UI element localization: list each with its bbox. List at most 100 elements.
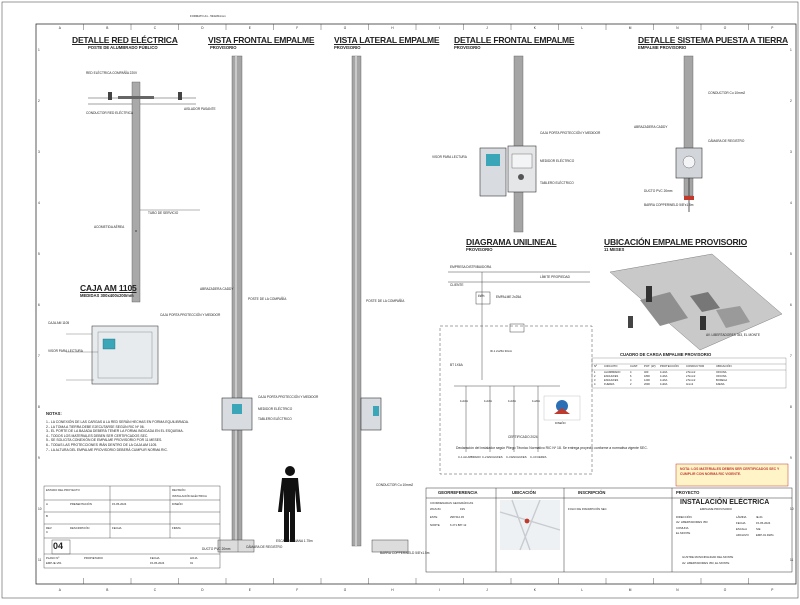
cuadro-cell: 1 xyxy=(594,371,596,374)
grid-row-right: 7 xyxy=(790,353,792,358)
label-medidor-frontal: MEDIDOR ELÉCTRICO xyxy=(258,407,293,411)
subtitle-red-electrica: POSTE DE ALUMBRADO PÚBLICO xyxy=(88,45,158,50)
title-red-electrica: DETALLE RED ELÉCTRICA xyxy=(72,35,178,45)
rev-fecha: 15-05-2024 xyxy=(150,561,165,565)
notes-title: NOTAS: xyxy=(46,411,62,416)
grid-col-top: A xyxy=(58,26,61,30)
label-abrazadera: ABRAZADERA CADDY xyxy=(200,287,234,291)
location-mini-map xyxy=(499,499,561,551)
grid-row-left: 11 xyxy=(38,557,42,562)
unilineal-limite: LÍMITE PROPIEDAD xyxy=(540,275,570,279)
rev-lamina: 04 xyxy=(53,541,64,551)
grid-row-left: 9 xyxy=(38,455,40,460)
label-ducto-frontal: DUCTO PVC 20mm xyxy=(202,547,231,551)
tb-datum: WGS 84 xyxy=(430,507,441,511)
label-abrazadera-pt: ABRAZADERA CADDY xyxy=(634,125,668,129)
cuadro-cell: 1x16A xyxy=(660,379,668,382)
rev-header: REV xyxy=(46,526,52,530)
tb-direccion-label: DIRECCIÓN xyxy=(676,515,692,519)
unilineal-red: EMPRESA DISTRIBUIDORA xyxy=(450,265,492,269)
cuadro-header: CANT. xyxy=(630,364,639,368)
grid-row-left: 5 xyxy=(38,252,40,257)
tb-empresa-sub: AV. LIBERTADORES 353, EL MONTE xyxy=(682,561,730,565)
label-conductor-tierra: CONDUCTOR Cu 10mm2 xyxy=(376,483,414,487)
tb-georef: GEORREFERENCIA xyxy=(438,490,478,495)
grid-row-left: 10 xyxy=(38,506,42,511)
label-camara-frontal: CÁMARA DE REGISTRO xyxy=(246,545,283,549)
cuadro-cell: 400 xyxy=(644,371,649,374)
grid-col-top: I xyxy=(438,26,440,30)
label-barra-pt: BARRA COPPERWELD 5/8"x1.5m xyxy=(644,203,694,207)
cuadro-header: PROTECCIÓN xyxy=(660,364,679,368)
grid-col-bottom: G xyxy=(343,588,347,592)
stamp-sello: DISEÑO xyxy=(555,421,566,425)
stamp-cert: CERTIFICADO 2024 xyxy=(508,435,538,439)
cuadro-cell: 4 xyxy=(630,379,632,382)
label-tablero-detalle: TABLERO ELÉCTRICO xyxy=(540,181,574,185)
cuadro-cell: OFICINA xyxy=(716,371,727,374)
label-acometida: ACOMETIDA AÉREA xyxy=(94,225,125,229)
unilineal-circuit: C-4 FUERZA xyxy=(530,455,547,459)
cuadro-cell: BODEGA xyxy=(716,379,728,382)
grid-col-top: B xyxy=(106,26,109,30)
rev-revision-label: REVISIÓN xyxy=(172,488,186,492)
cuadro-cell: 2.5mm2 xyxy=(686,375,696,378)
grid-row-left: 7 xyxy=(38,353,40,358)
cuadro-cell: FUERZA xyxy=(604,383,615,386)
tb-proyecto: INSTALACIÓN ELÉCTRICA xyxy=(680,499,770,506)
note-item: 6.- TODAS LAS PROTECCIONES IRÁN DENTRO D… xyxy=(46,442,158,447)
tb-fecha: 15-05-2024 xyxy=(756,521,771,525)
grid-col-top: K xyxy=(533,26,536,30)
note-item: 2.- LA TOMA A TIERRA DEBE EJECUTARSE SEG… xyxy=(46,424,145,429)
cuadro-cell: 1x20A xyxy=(660,383,668,386)
rev-plano-label: PLANO Nº xyxy=(46,556,60,560)
grid-col-top: M xyxy=(628,26,632,30)
grid-row-left: 2 xyxy=(38,99,40,104)
title-ubicacion: UBICACIÓN EMPALME PROVISORIO xyxy=(604,237,748,247)
tb-lamina: IE-01 xyxy=(756,515,763,519)
tb-comuna-label: COMUNA xyxy=(676,526,689,530)
tb-direccion: AV. LIBERTADORES 353 xyxy=(676,520,708,524)
label-medidor-detalle: MEDIDOR ELÉCTRICO xyxy=(540,159,575,163)
ubicacion-3d-map xyxy=(609,253,783,351)
tb-ubicacion: UBICACIÓN xyxy=(512,490,536,495)
title-block xyxy=(425,487,793,573)
cuadro-cell: ALUMBRADO xyxy=(604,371,621,374)
note-item: 4.- TODOS LOS MATERIALES DEBEN SER CERTI… xyxy=(46,433,149,438)
rev-header: FIRMA xyxy=(172,526,181,530)
label-aislador: AISLADOR PASANTE xyxy=(184,107,216,111)
label-tablero-frontal: TABLERO ELÉCTRICO xyxy=(258,417,292,421)
cuadro-cell: ENCHUFES xyxy=(604,375,619,378)
grid-row-right: 8 xyxy=(790,404,792,409)
tb-huso: 19S xyxy=(460,507,465,511)
grid-col-top: P xyxy=(771,26,774,30)
subtitle-unilineal: PROVISORIO xyxy=(466,247,493,252)
cuadro-carga-table xyxy=(591,357,787,389)
cuadro-cell: 4 xyxy=(630,371,632,374)
rev-cell: DISEÑO xyxy=(172,502,183,506)
cuadro-cell: FAENA xyxy=(716,383,725,386)
grid-row-right: 9 xyxy=(790,455,792,460)
label-visor-detalle: VISOR PARA LECTURA xyxy=(432,155,467,159)
grid-row-left: 4 xyxy=(38,201,40,206)
vista-frontal-view xyxy=(217,55,301,553)
grid-marks xyxy=(83,24,749,584)
grid-col-top: F xyxy=(296,26,299,30)
title-detalle-frontal: DETALLE FRONTAL EMPALME xyxy=(454,35,575,45)
grid-col-bottom: C xyxy=(153,588,157,592)
cuadro-cell: 2.5mm2 xyxy=(686,371,696,374)
puesta-tierra-view xyxy=(675,55,703,212)
tb-norte-label: NORTE xyxy=(430,523,440,527)
detalle-frontal-view xyxy=(479,55,537,233)
warning-box xyxy=(675,463,789,487)
cuadro-cell: 4mm2 xyxy=(686,383,694,386)
cuadro-header: CONDUCTOR xyxy=(686,364,705,368)
unilineal-protection: 1x10A xyxy=(460,399,468,403)
title-puesta-tierra: DETALLE SISTEMA PUESTA A TIERRA xyxy=(638,35,788,45)
label-ducto-pt: DUCTO PVC 20mm xyxy=(644,189,673,193)
label-conductor-pt: CONDUCTOR Cu 10mm2 xyxy=(708,91,746,95)
label-camara-pt: CÁMARA DE REGISTRO xyxy=(708,139,745,143)
rev-plano: EMP-IE-V01 xyxy=(46,561,62,565)
